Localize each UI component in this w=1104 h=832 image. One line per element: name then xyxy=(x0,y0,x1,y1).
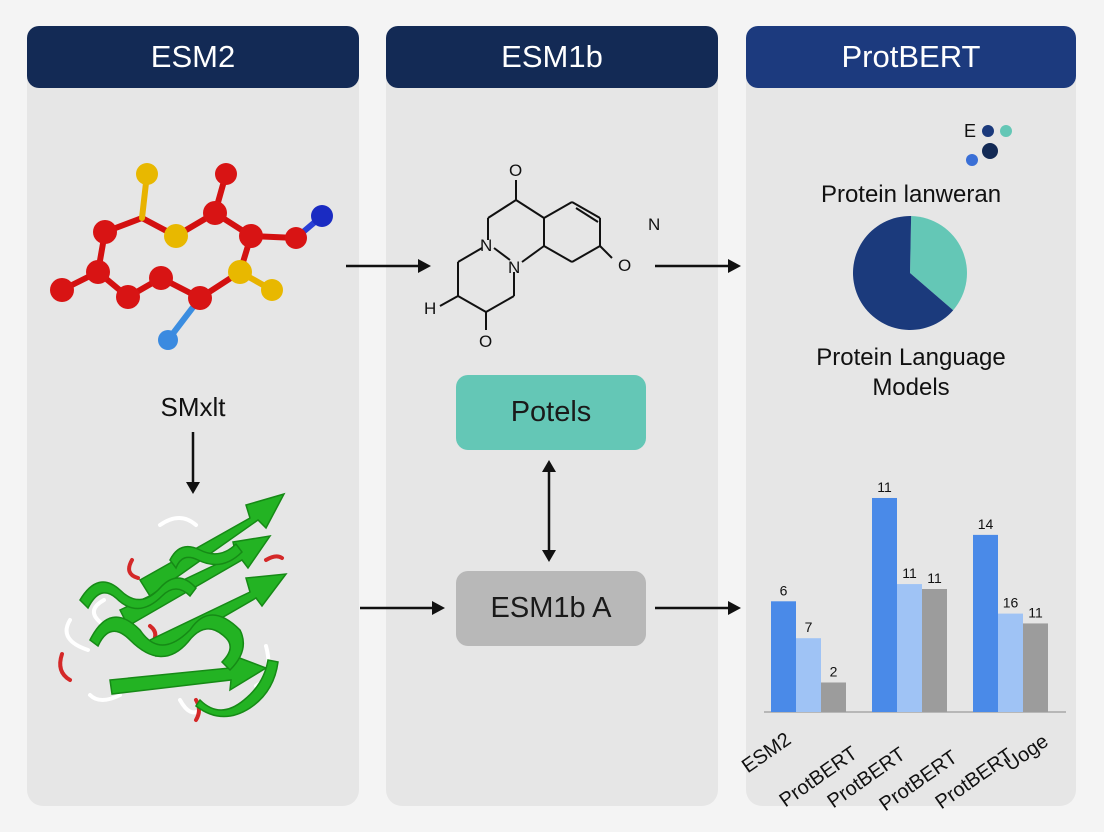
panel-header-esm2: ESM2 xyxy=(27,26,359,88)
panel-protbert: ProtBERT xyxy=(746,26,1076,806)
esm1b-a-box[interactable]: ESM1b A xyxy=(456,571,646,646)
potels-box[interactable]: Potels xyxy=(456,375,646,450)
pie-title: Protein lanweran xyxy=(820,181,1002,208)
panel-esm1b: ESM1b xyxy=(386,26,718,806)
pie-caption-line1: Protein Language xyxy=(816,344,1006,371)
panel-header-protbert: ProtBERT xyxy=(746,26,1076,88)
panel-header-esm1b: ESM1b xyxy=(386,26,718,88)
panel-esm2: ESM2 SMxlt xyxy=(27,26,359,806)
pie-caption-line2: Models xyxy=(872,374,950,401)
left-caption: SMxlt xyxy=(160,392,226,422)
